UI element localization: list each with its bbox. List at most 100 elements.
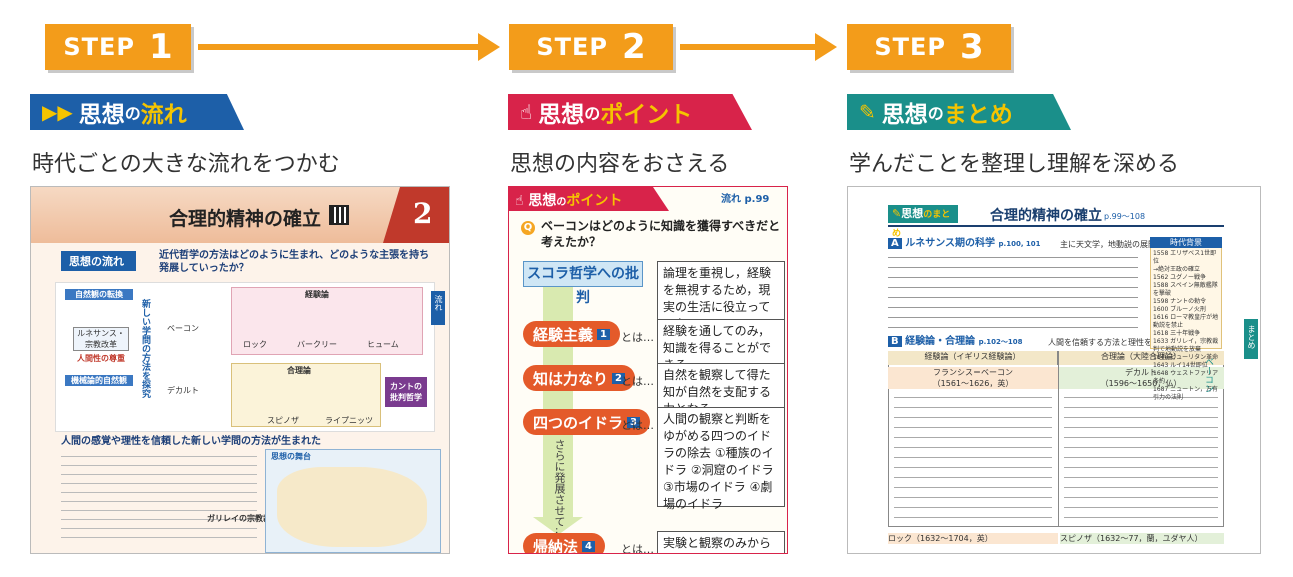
point-desc-induction: 実験と観察のみから一般的法則を導き出す方法 [657,531,785,553]
label-text: 四つのイドラ [533,413,624,432]
empiricism-label: 経験論 [305,290,329,299]
step-word: STEP [874,33,946,61]
person-spinoza: スピノザ [267,416,299,425]
banner-title-c: 流れ [140,102,187,128]
section-heading: 人間の感覚や理性を信頼した新しい学問の方法が生まれた [61,436,321,447]
title-underline [888,225,1224,227]
flow-reference[interactable]: 流れ p.99 [721,194,770,205]
table-divider [1058,351,1059,527]
col-right-header: 合理論（大陸合理論） [1058,351,1224,365]
table-left-lines [894,393,1052,521]
point-label-induction: 帰納法 4 [523,533,605,553]
pointing-hand-icon: ☝ [515,193,524,209]
point-label-idols: 四つのイドラ 3 [523,409,650,435]
summary-title: 合理的精神の確立 [990,208,1102,224]
step-number: 2 [621,27,646,67]
section-banner-summary: ✎ 思想 の まとめ [847,94,1071,130]
person-descartes: デカルト [167,386,199,395]
step-2-badge: STEP 2 [509,24,673,70]
person-locke: ロック [243,340,267,349]
qr-code-icon [329,205,349,225]
right-years: （1596〜1650，仏） [1058,378,1224,389]
toha-text: とは… [621,419,654,432]
timeline-item: 1648 ウェストファリア条約 [1153,370,1219,385]
label-num: 2 [612,372,625,384]
point-header [509,187,669,211]
fast-forward-icon: ▶▶ [42,100,73,124]
section-b-right: 人間を信頼する方法と理性を信頼する方法 [1048,338,1200,347]
point-header-title: ☝ 思想のポイント [515,190,622,210]
banner-title-c: ポイント [600,102,693,128]
toha-text: とは… [621,543,654,554]
timeline-item: 1616 ローマ教皇庁が地動説を禁止 [1153,314,1219,329]
flow-arrow [198,44,480,50]
timeline-item: 1618 三十年戦争 [1153,330,1201,337]
col-left-header: 経験論（イギリス経験論） [888,351,1058,365]
section-banner-point: ☝ 思想 の ポイント [508,94,752,130]
summary-header: ✎思想のまとめ [888,205,958,239]
point-label-scholastic: スコラ哲学への批判 [523,261,643,306]
step-1-badge: STEP 1 [45,24,191,70]
box-mechanical: 機械論的自然観 [65,375,133,386]
flow-arrow [680,44,817,50]
bottom-right-person: スピノザ（1632〜77，蘭，ユダヤ人） [1060,533,1224,544]
section-a-marker: A [888,238,902,249]
galileo-caption: ガリレイの宗教裁判 [207,514,279,523]
side-tab [431,291,445,325]
timeline-item: 1687 ニュートン，万有引力の法則 [1153,386,1218,401]
box-nature-view: 自然観の転換 [65,289,133,300]
banner-title-a: 思想 [538,102,585,128]
flow-label: 思想の流れ [61,251,136,271]
flow-arrowhead [478,33,500,61]
section-a-lines [888,253,1138,333]
header-b: の [556,197,567,208]
section-subtitle-point: 思想の内容をおさえる [510,152,730,177]
section-a-heading: A ルネサンス期の科学 p.100, 101 [888,237,1041,251]
chapter-title: 合理的精神の確立 [169,208,322,230]
section-b-title: 経験論・合理論 [905,336,976,347]
flow-page-preview: 合理的精神の確立 2 思想の流れ 近代哲学の方法はどのように生まれ、どのような主… [30,186,450,554]
section-a-right: 主に天文学，地動説の展開・証明 [1060,240,1180,249]
header-c: ポイント [566,193,623,209]
summary-page-preview: ✎思想のまとめ 合理的精神の確立 p.99〜108 A ルネサンス期の科学 p.… [847,186,1261,554]
toha-text: とは… [621,375,654,388]
banner-title-b: の [927,104,944,123]
pencil-icon: ✎ [892,207,902,220]
flow-arrowhead [815,33,837,61]
section-b-marker: B [888,336,902,347]
question-q-icon: Q [521,221,535,235]
timeline-item: 1640 ピューリタン革命 [1153,354,1219,361]
label-text: 経験主義 [533,325,594,344]
section-b-ref: p.102〜108 [978,338,1023,346]
map-land [277,467,427,547]
bottom-left-person: ロック（1632〜1704，英） [888,533,1058,544]
header-b: のまとめ [892,210,951,239]
section-subtitle-summary: 学んだことを整理し理解を深める [849,152,1180,177]
banner-title-c: まとめ [943,102,1013,128]
step-word: STEP [63,33,135,61]
point-question: ベーコンはどのように知識を獲得すべきだと考えたか？ [541,219,781,249]
timeline-list: 1558 エリザベス1世即位 →絶対王政の確立 1562 ユグノー戦争 1588… [1153,250,1221,402]
box-renaissance: ルネサンス・宗教改革 [73,327,129,351]
rationalism-box [231,363,381,427]
header-a: 思想 [528,193,557,209]
banner-title-b: の [124,104,141,123]
section-banner-flow: ▶▶ 思想 の 流れ [30,94,244,130]
section-subtitle-flow: 時代ごとの大きな流れをつかむ [32,152,340,177]
section-a-ref: p.100, 101 [998,240,1041,248]
timeline-item: →絶対王政の確立 [1153,266,1201,273]
kant-box: カントの批判哲学 [385,377,427,407]
step-number: 3 [959,27,984,67]
header-a: 思想 [901,207,924,220]
person-bacon: ベーコン [167,324,199,333]
label-num: 3 [627,416,640,428]
person-berkeley: バークリー [297,340,337,349]
banner-title-a: 思想 [881,102,928,128]
flow-question: 近代哲学の方法はどのように生まれ、どのような主張を持ち発展していったか？ [159,250,430,274]
vertical-label: 新しい学問の方法を探究 [140,299,150,398]
toha-text: とは… [621,331,654,344]
point-label-knowledge: 知は力なり 2 [523,365,635,391]
point-page-preview: ☝ 思想のポイント 流れ p.99 Q ベーコンはどのように知識を獲得すべきだと… [508,186,788,554]
timeline-item: 1598 ナントの勅令 [1153,298,1207,305]
pencil-icon: ✎ [859,100,876,124]
